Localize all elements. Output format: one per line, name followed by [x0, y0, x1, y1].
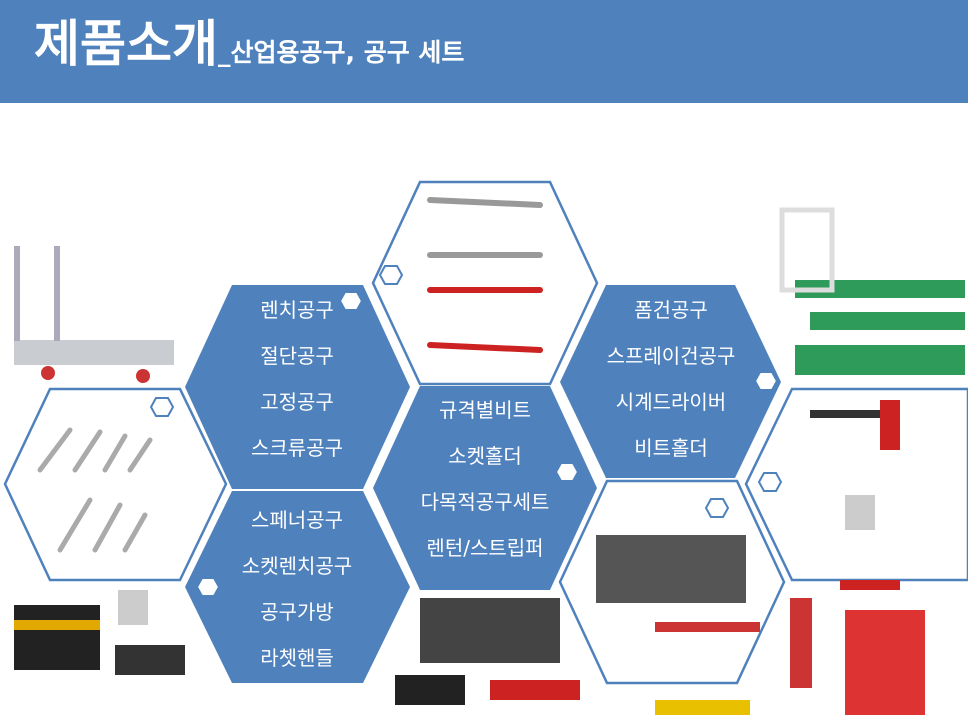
category-item[interactable]: 시계드라이버 — [615, 390, 727, 414]
wrench-images — [427, 197, 543, 353]
page-title: 제품소개_산업용공구, 공구 세트 — [34, 14, 464, 83]
image-hex-spanners — [3, 387, 228, 582]
image-hex-wrenches — [371, 180, 599, 386]
small-hex-icon — [149, 397, 175, 417]
product-images — [14, 197, 965, 715]
socket-set-image — [596, 535, 925, 715]
header-bar: 제품소개_산업용공구, 공구 세트 — [0, 0, 968, 103]
title-text: 제품소개 — [34, 15, 218, 73]
small-hex-icon — [753, 371, 779, 391]
category-hex-3 — [373, 386, 597, 590]
category-bits: 규격별비트 소켓홀더 다목적공구세트 렌턴/스트립퍼 — [385, 387, 585, 571]
category-item[interactable]: 소켓렌치공구 — [241, 554, 353, 578]
foam-gun-image — [810, 400, 900, 590]
category-spanner-tools: 스페너공구 소켓렌치공구 공구가방 라쳇핸들 — [197, 497, 397, 681]
small-hex-icon — [757, 472, 783, 492]
category-item[interactable]: 다목적공구세트 — [420, 490, 550, 514]
pouch-image — [395, 598, 580, 705]
small-hex-icon — [704, 498, 730, 518]
category-hex-1 — [185, 285, 410, 489]
category-item[interactable]: 규격별비트 — [439, 398, 531, 422]
category-hex-2 — [185, 491, 410, 683]
small-hex-icon — [195, 577, 221, 597]
category-item[interactable]: 비트홀더 — [634, 436, 708, 460]
page-subtitle: _산업용공구, 공구 세트 — [218, 38, 465, 67]
category-item[interactable]: 렌치공구 — [260, 298, 334, 322]
category-item[interactable]: 스프레이건공구 — [606, 344, 736, 368]
small-hex-icon — [378, 265, 404, 285]
tool-bag-image — [14, 590, 185, 675]
category-foam-gun-tools: 폼건공구 스프레이건공구 시계드라이버 비트홀더 — [571, 287, 771, 471]
dolly-image — [779, 207, 965, 375]
image-hex-tool-set — [558, 479, 786, 685]
category-item[interactable]: 폼건공구 — [634, 298, 708, 322]
category-item[interactable]: 공구가방 — [260, 600, 334, 624]
category-item[interactable]: 라쳇핸들 — [260, 646, 334, 670]
spanner-images — [37, 427, 153, 553]
category-item[interactable]: 렌턴/스트립퍼 — [426, 536, 544, 560]
category-item[interactable]: 스페너공구 — [251, 508, 343, 532]
small-hex-icon — [554, 462, 580, 482]
category-hex-4 — [560, 285, 781, 478]
cart-image — [14, 246, 174, 383]
category-item[interactable]: 소켓홀더 — [448, 444, 522, 468]
category-item[interactable]: 고정공구 — [260, 390, 334, 414]
small-hex-icon — [338, 291, 364, 311]
category-item[interactable]: 절단공구 — [260, 344, 334, 368]
category-item[interactable]: 스크류공구 — [251, 436, 343, 460]
category-wrench-tools: 렌치공구 절단공구 고정공구 스크류공구 — [197, 287, 397, 471]
